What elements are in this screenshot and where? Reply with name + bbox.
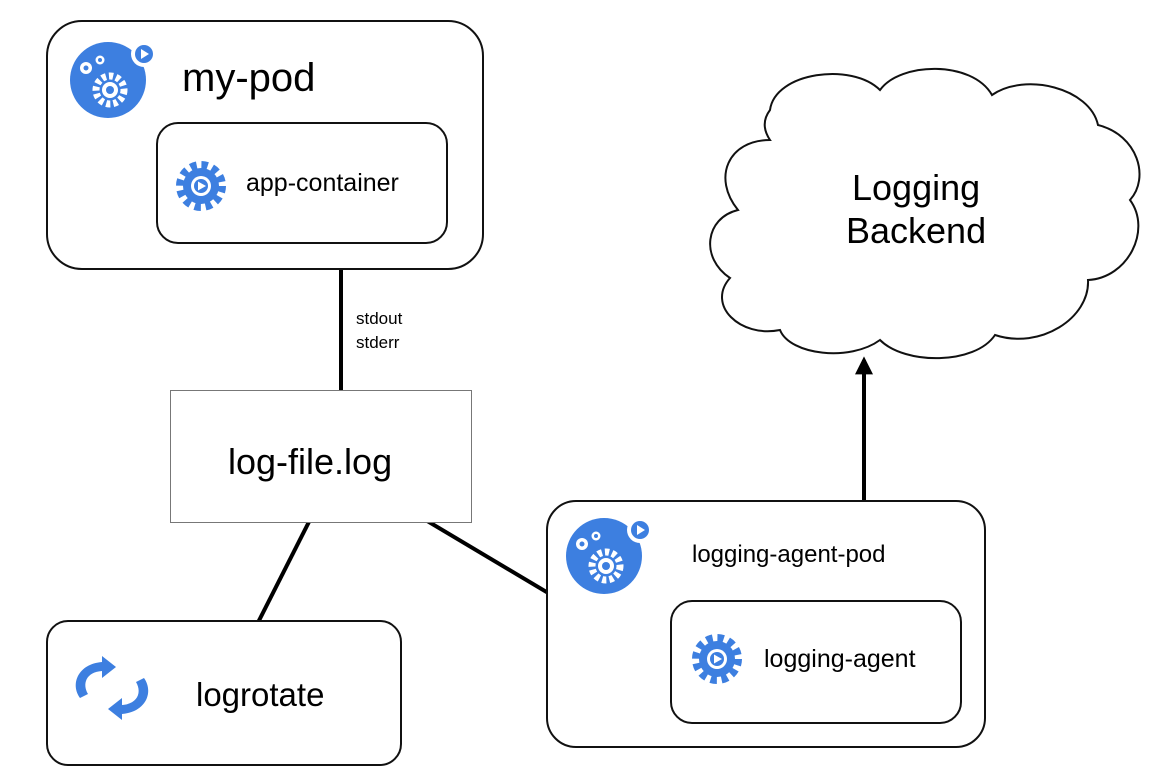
logrotate-box [46,620,402,766]
stderr-label: stderr [356,333,400,352]
logging-backend-cloud [709,67,1141,360]
log-file-label: log-file.log [228,441,393,482]
logrotate-label: logrotate [196,676,325,713]
log-file-box [170,390,472,523]
rotate-arrows-icon [75,656,149,720]
pod-gears-icon [70,41,157,118]
logging-agent-label: logging-agent [764,645,916,673]
pod-gears-icon [566,517,653,594]
stdout-label: stdout [356,309,403,328]
app-container-label: app-container [246,169,399,197]
container-gear-icon [692,634,742,684]
my-pod-title: my-pod [182,56,316,100]
container-gear-icon [176,161,226,211]
logging-backend-line2: Backend [846,210,987,251]
logging-backend-line1: Logging [852,167,981,208]
logging-agent-pod-title: logging-agent-pod [692,541,886,568]
